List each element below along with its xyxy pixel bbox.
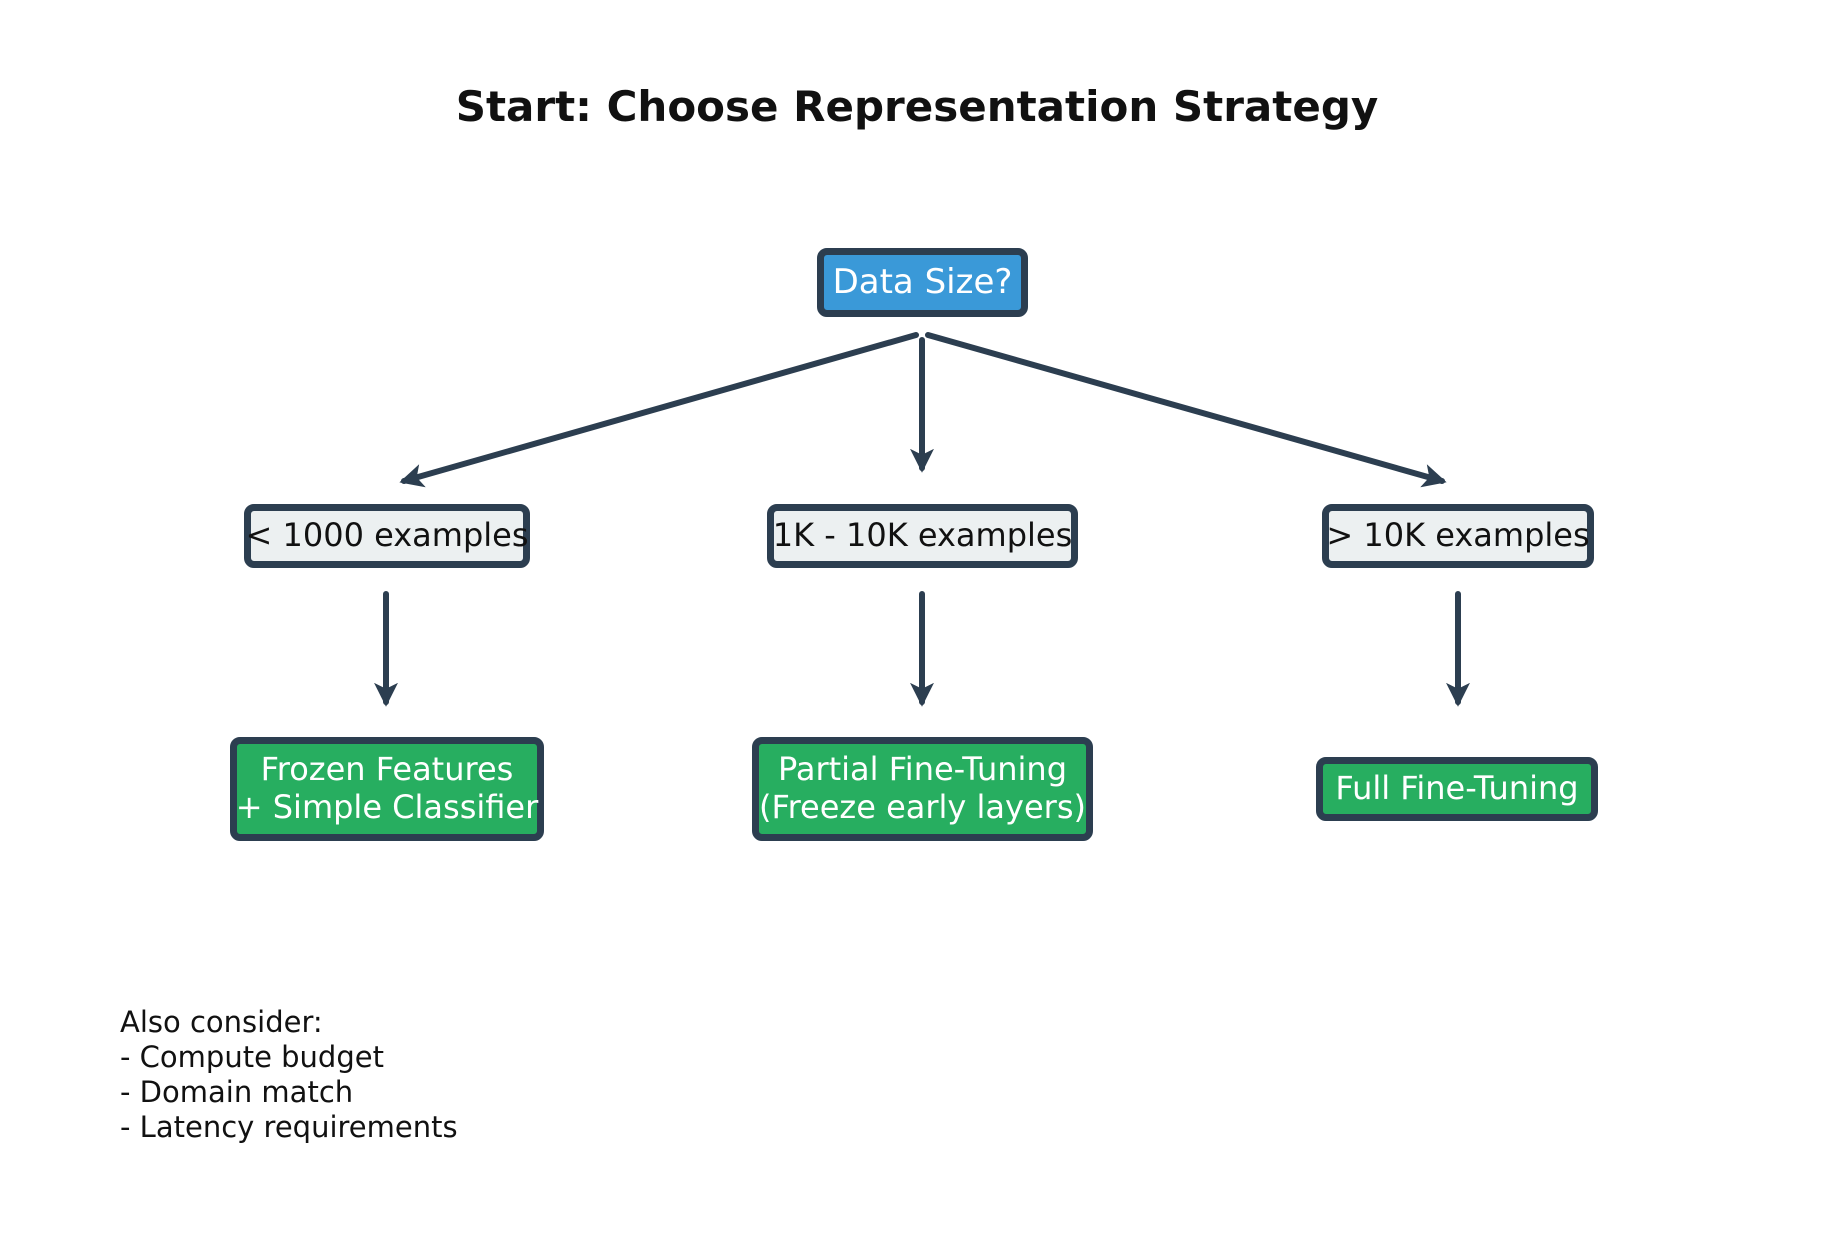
arrow-decision-to-small — [399, 332, 919, 488]
decision-label: Data Size? — [832, 262, 1013, 303]
diagram-title: Start: Choose Representation Strategy — [455, 82, 1379, 131]
arrow-decision-to-large — [925, 332, 1447, 488]
branch-node-small: < 1000 examples — [244, 504, 530, 568]
result-line: Full Fine-Tuning — [1335, 769, 1579, 808]
result-node-frozen-features: Frozen Features + Simple Classifier — [230, 737, 544, 841]
note-item-latency: - Latency requirements — [120, 1110, 458, 1144]
branch-label-small: < 1000 examples — [245, 516, 529, 555]
result-node-partial-fine-tuning: Partial Fine-Tuning (Freeze early layers… — [752, 737, 1093, 841]
result-node-full-fine-tuning: Full Fine-Tuning — [1316, 757, 1598, 821]
note-item-domain-match: - Domain match — [120, 1075, 354, 1109]
note-heading: Also consider: — [120, 1005, 323, 1039]
result-line: + Simple Classifier — [235, 788, 539, 826]
branch-label-medium: 1K - 10K examples — [772, 516, 1073, 555]
considerations-note: Also consider: - Compute budget - Domain… — [120, 1005, 458, 1145]
result-line: Partial Fine-Tuning — [777, 750, 1067, 789]
branch-node-large: > 10K examples — [1322, 504, 1594, 568]
branch-node-medium: 1K - 10K examples — [767, 504, 1078, 568]
result-line: Frozen Features — [260, 750, 514, 789]
decision-node-data-size: Data Size? — [817, 248, 1028, 317]
branch-label-large: > 10K examples — [1326, 516, 1590, 555]
result-line: (Freeze early layers) — [759, 788, 1086, 826]
note-item-compute-budget: - Compute budget — [120, 1040, 384, 1074]
